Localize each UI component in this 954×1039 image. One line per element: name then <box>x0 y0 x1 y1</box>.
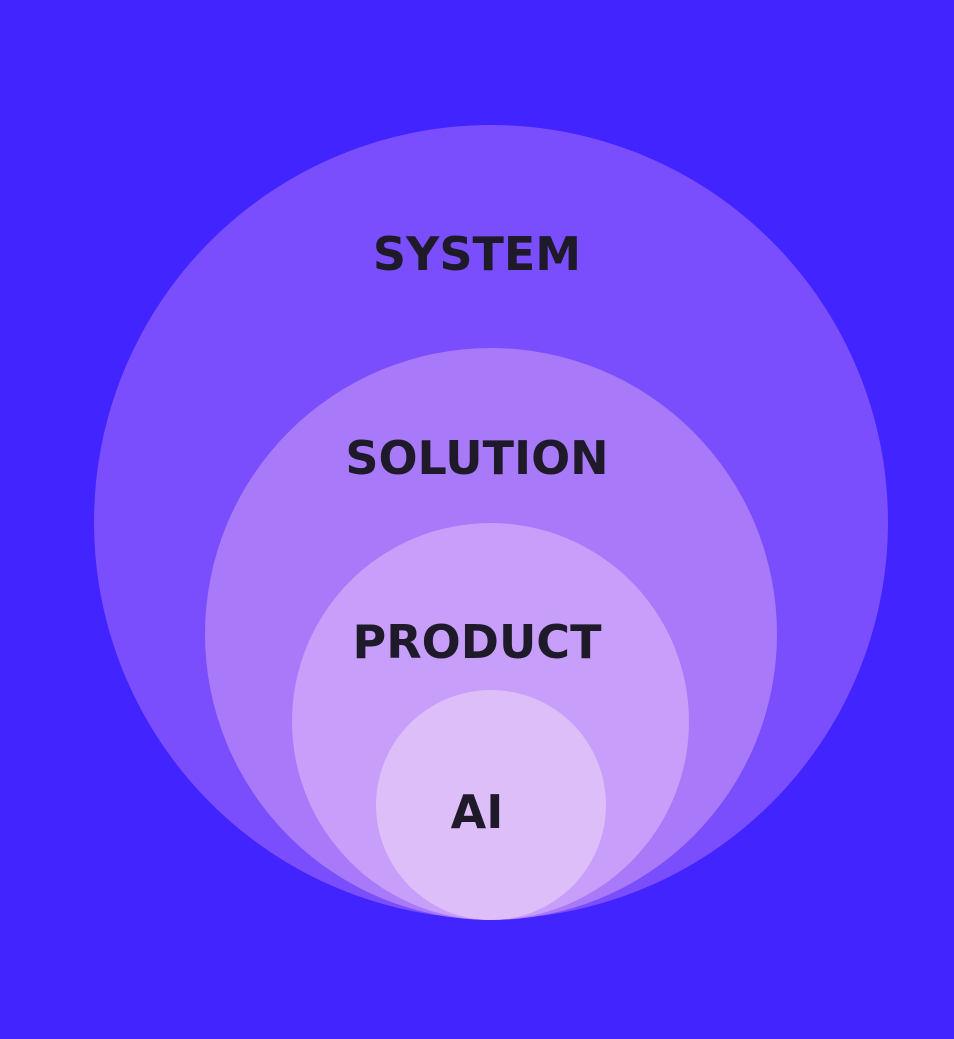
product-label: PRODUCT <box>352 615 602 669</box>
ai-label: AI <box>450 785 504 839</box>
system-label: SYSTEM <box>372 227 582 281</box>
ai-circle <box>376 690 606 920</box>
solution-label: SOLUTION <box>345 431 609 485</box>
